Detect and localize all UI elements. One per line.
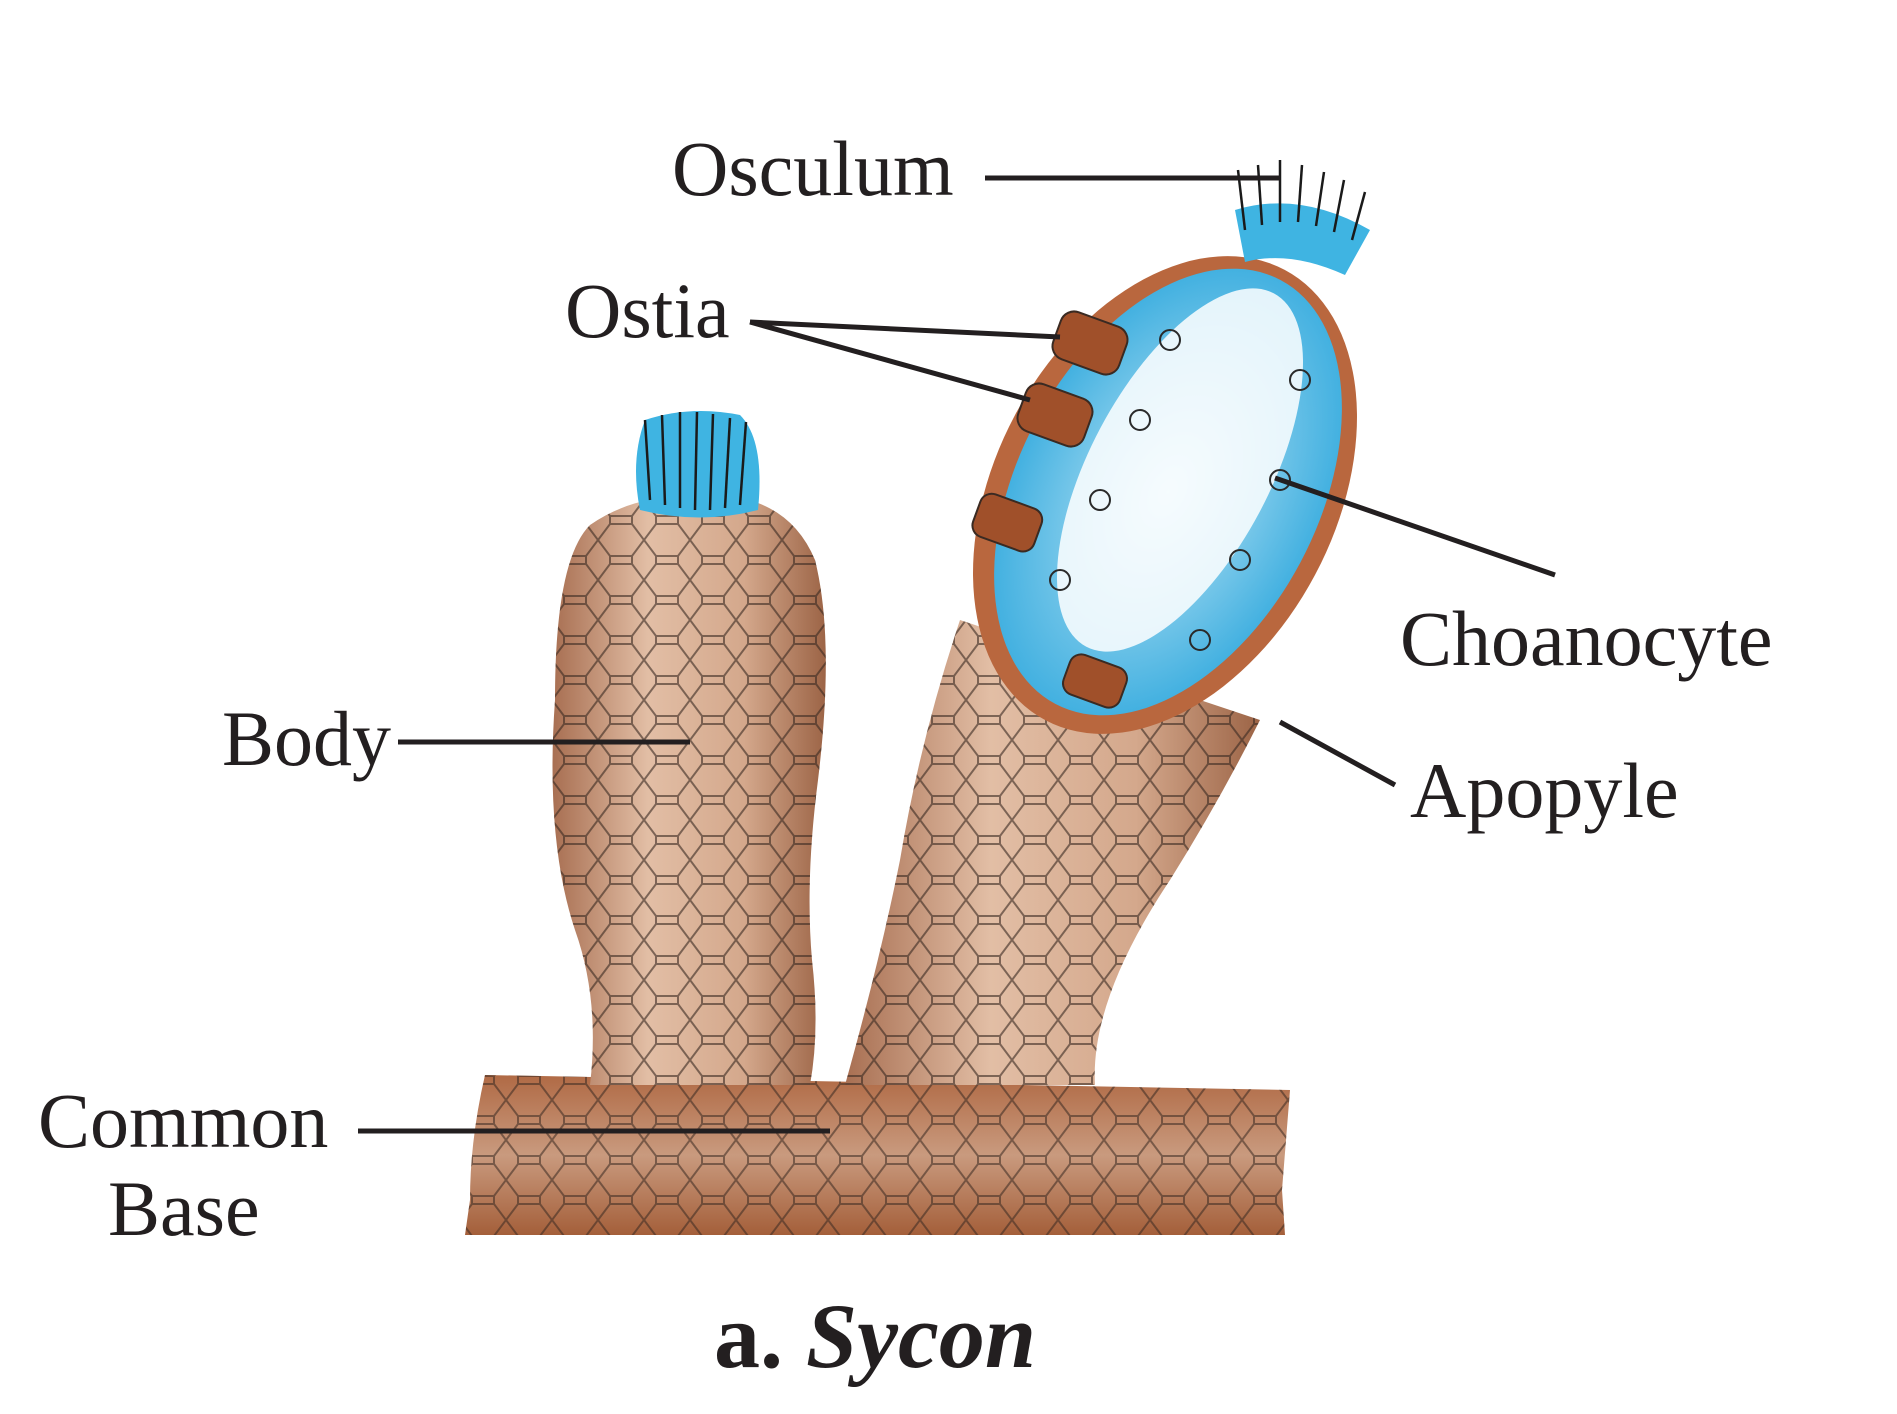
label-body: Body xyxy=(222,695,392,782)
label-common-base-line1: Common xyxy=(38,1077,329,1164)
label-common-base-line2: Base xyxy=(108,1165,260,1252)
label-choanocyte: Choanocyte xyxy=(1400,595,1773,682)
label-ostia: Ostia xyxy=(565,267,730,354)
label-osculum: Osculum xyxy=(672,125,954,212)
caption-prefix: a. xyxy=(714,1285,783,1387)
caption-genus: Sycon xyxy=(806,1285,1036,1387)
common-base-shape xyxy=(465,1075,1290,1235)
label-apopyle: Apopyle xyxy=(1410,747,1679,834)
figure-caption: a. Sycon xyxy=(0,1290,1750,1382)
left-body-shape xyxy=(552,411,826,1085)
leader-lines xyxy=(358,175,1556,1134)
right-body-shape xyxy=(845,160,1370,1085)
